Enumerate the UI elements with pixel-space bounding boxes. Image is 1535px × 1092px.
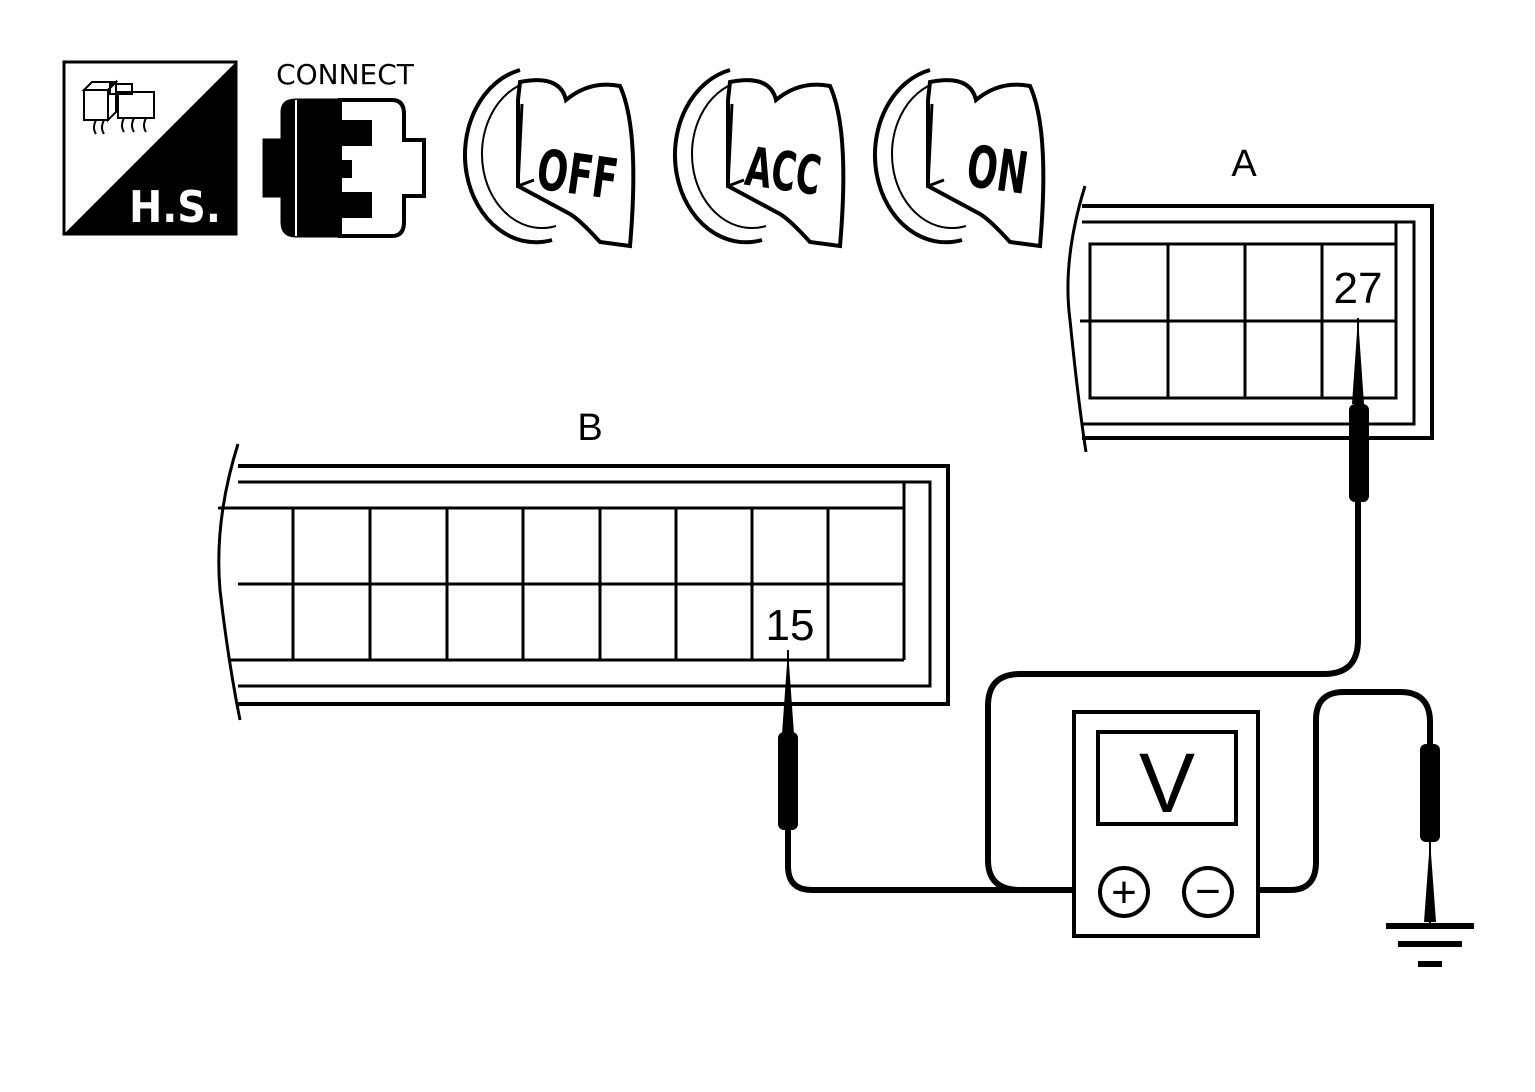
ignition-off-icon: OFF: [463, 68, 636, 249]
plus-terminal: +: [1098, 866, 1150, 918]
voltmeter: V + −: [1072, 710, 1260, 938]
probe-b: [778, 650, 798, 830]
connector-a: A 27: [1066, 143, 1434, 453]
connector-b-label: B: [577, 407, 602, 449]
harness-service-label: H.S.: [129, 181, 221, 233]
ignition-acc-label: ACC: [742, 135, 825, 209]
connect-icon: CONNECT: [262, 58, 426, 238]
ignition-acc-icon: ACC: [673, 68, 846, 249]
test-leads: [785, 500, 1433, 893]
voltmeter-display: V: [1139, 736, 1195, 830]
connector-a-terminal: 27: [1334, 264, 1383, 313]
connector-a-label: A: [1231, 143, 1257, 185]
connector-b: B 15: [217, 407, 950, 721]
ignition-off-label: OFF: [533, 138, 622, 214]
ignition-on-label: ON: [963, 133, 1032, 208]
plus-terminal-symbol: +: [1111, 868, 1137, 917]
probe-a: [1349, 318, 1369, 502]
ground-icon: [1386, 923, 1474, 967]
connect-label: CONNECT: [276, 58, 415, 91]
minus-terminal-symbol: −: [1195, 867, 1221, 916]
harness-service-icon: H.S.: [62, 60, 238, 236]
probe-ground: [1420, 744, 1440, 924]
minus-terminal: −: [1182, 866, 1234, 918]
ignition-on-icon: ON: [873, 68, 1046, 249]
connector-b-terminal: 15: [766, 601, 815, 650]
